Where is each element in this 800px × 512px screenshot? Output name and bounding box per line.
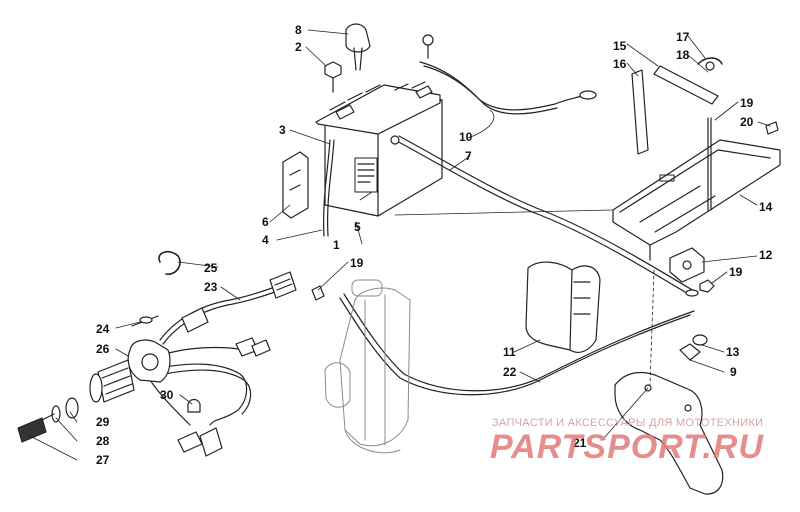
callout-21: 21 bbox=[573, 436, 587, 450]
callout-19-clamp: 19 bbox=[350, 256, 364, 270]
nut-washer-set bbox=[679, 279, 715, 361]
switch-bezel bbox=[51, 397, 79, 423]
callout-11: 11 bbox=[503, 345, 516, 359]
hold-down-strap bbox=[631, 57, 723, 155]
callout-15: 15 bbox=[613, 39, 627, 53]
callout-3: 3 bbox=[279, 123, 286, 137]
callout-20: 20 bbox=[740, 115, 754, 129]
callout-5: 5 bbox=[354, 220, 361, 234]
vent-tube bbox=[323, 139, 331, 237]
push-rivet bbox=[765, 121, 779, 135]
callout-19-solenoid: 19 bbox=[729, 265, 743, 279]
callout-6: 6 bbox=[262, 215, 269, 229]
callout-12: 12 bbox=[759, 248, 773, 262]
callout-19-tray: 19 bbox=[740, 96, 754, 110]
callout-26: 26 bbox=[96, 342, 110, 356]
callout-27: 27 bbox=[96, 453, 110, 467]
callout-28: 28 bbox=[96, 434, 110, 448]
callout-25: 25 bbox=[204, 261, 218, 275]
ignition-key bbox=[17, 413, 55, 443]
positive-cable bbox=[390, 135, 699, 297]
watermark-tagline: ЗАПЧАСТИ И АКСЕССУАРЫ ДЛЯ МОТОТЕХНИКИ bbox=[492, 417, 764, 429]
battery-pad bbox=[282, 151, 309, 219]
terminal-cap bbox=[187, 398, 201, 413]
callout-30: 30 bbox=[160, 388, 174, 402]
callout-4: 4 bbox=[262, 233, 269, 247]
resistor-lead bbox=[131, 315, 159, 327]
cable-clamp bbox=[311, 285, 325, 301]
callout-29: 29 bbox=[96, 415, 110, 429]
callout-2: 2 bbox=[295, 40, 302, 54]
ignition-switch bbox=[89, 339, 171, 403]
terminal-boot bbox=[345, 23, 371, 71]
wiring-harness bbox=[149, 287, 276, 426]
battery bbox=[315, 81, 443, 217]
callout-10: 10 bbox=[459, 130, 473, 144]
wire-clip bbox=[158, 250, 181, 275]
cable-screw bbox=[422, 34, 434, 59]
callout-23: 23 bbox=[204, 280, 218, 294]
starter-cable bbox=[339, 293, 695, 396]
callout-18: 18 bbox=[676, 48, 690, 62]
heat-shield bbox=[525, 261, 601, 353]
leader-lines bbox=[29, 29, 771, 461]
starter-solenoid bbox=[669, 247, 705, 283]
callout-24: 24 bbox=[96, 322, 110, 336]
watermark-brand: PARTSPORT.RU bbox=[490, 428, 764, 466]
harness-connectors bbox=[177, 271, 297, 457]
battery-tray bbox=[612, 139, 781, 261]
callout-14: 14 bbox=[759, 200, 773, 214]
callout-17: 17 bbox=[676, 30, 690, 44]
callout-22: 22 bbox=[503, 365, 517, 379]
terminal-bolt bbox=[324, 61, 342, 93]
callout-1: 1 bbox=[333, 238, 340, 252]
negative-cable bbox=[419, 61, 597, 115]
callout-7: 7 bbox=[465, 149, 472, 163]
callout-13: 13 bbox=[726, 345, 740, 359]
callout-8: 8 bbox=[295, 23, 302, 37]
callout-9: 9 bbox=[730, 365, 737, 379]
callout-16: 16 bbox=[613, 57, 627, 71]
chassis-bracket bbox=[614, 371, 724, 495]
engine-outline bbox=[324, 279, 411, 454]
vent-tube-edge bbox=[327, 139, 335, 237]
